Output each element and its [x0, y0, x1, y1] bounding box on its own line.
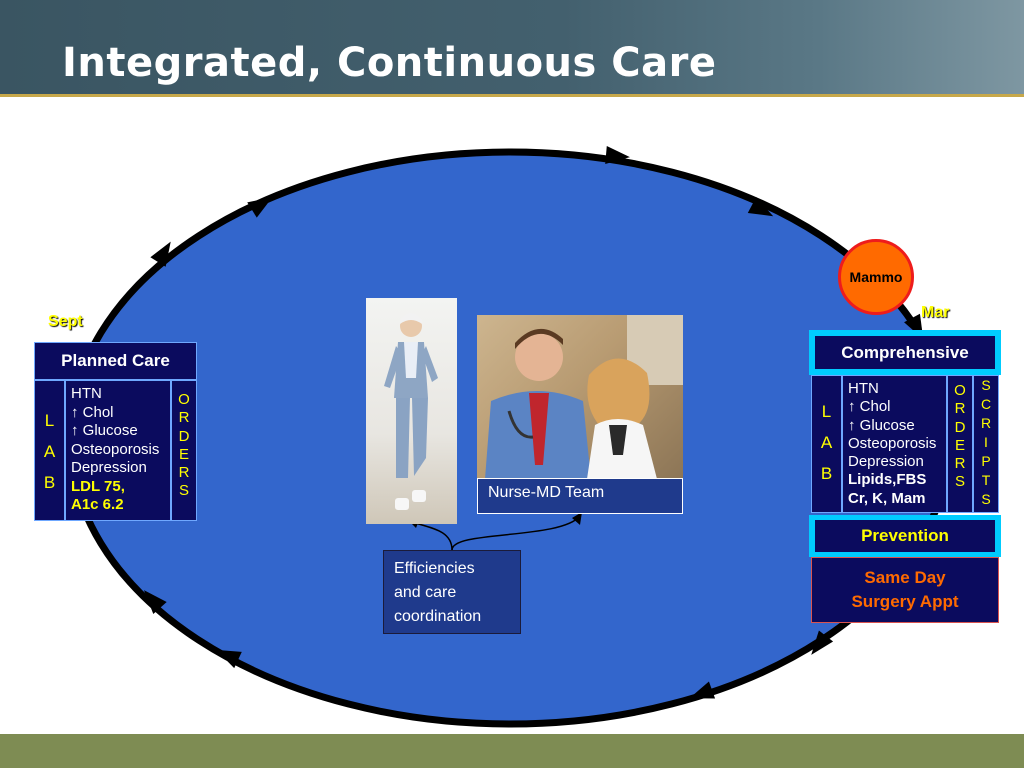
mammo-badge: Mammo: [838, 239, 914, 315]
slide-title: Integrated, Continuous Care: [62, 40, 717, 86]
walking-woman-illustration: [384, 313, 438, 510]
lab-result: Lipids,FBS: [848, 471, 927, 489]
condition-item: ↑ Chol: [848, 398, 891, 416]
condition-item: Depression: [71, 459, 147, 476]
cycle-arrow: [247, 197, 273, 218]
scripts-letter: T: [981, 472, 991, 488]
condition-item: ↑ Glucose: [848, 416, 915, 434]
month-label-sept: Sept: [48, 313, 83, 330]
lab-result: A1c 6.2: [71, 496, 124, 513]
note-line: and care: [394, 584, 457, 601]
orders-letter: D: [178, 427, 190, 445]
lab-result: Cr, K, Mam: [848, 489, 926, 507]
cycle-arrow: [150, 241, 171, 267]
cycle-arrows: [143, 146, 924, 699]
lab-letter: A: [43, 442, 56, 461]
cycle-arrow: [605, 146, 630, 164]
scripts-letter: S: [981, 491, 991, 507]
scripts-letter: C: [980, 396, 992, 412]
scripts-letter: I: [984, 434, 988, 450]
orders-letter: R: [178, 409, 190, 427]
header-bar: [0, 0, 1024, 94]
scripts-letter: S: [981, 377, 991, 393]
right-orders-column: O R D E R S: [947, 375, 973, 513]
condition-item: Depression: [848, 453, 924, 471]
cycle-arrow: [747, 197, 774, 217]
lab-letter: A: [820, 433, 833, 452]
orders-letter: O: [178, 391, 190, 408]
walking-woman-photo: [366, 298, 457, 524]
scripts-letter: P: [981, 453, 991, 469]
orders-letter: D: [954, 418, 966, 436]
right-scripts-column: S C R I P T S: [973, 375, 999, 513]
right-conditions-list: HTN ↑ Chol ↑ Glucose Osteoporosis Depres…: [842, 375, 947, 513]
condition-item: HTN: [71, 385, 102, 402]
planned-care-header: Planned Care: [34, 342, 197, 380]
lab-result: LDL 75,: [71, 477, 125, 495]
left-conditions-list: HTN ↑ Chol ↑ Glucose Osteoporosis Depres…: [65, 380, 171, 521]
note-line: Efficiencies: [394, 560, 475, 577]
left-orders-column: O R D E R S: [171, 380, 197, 521]
condition-item: Osteoporosis: [71, 440, 160, 458]
orders-letter: O: [954, 382, 966, 399]
note-line: coordination: [394, 608, 482, 625]
condition-item: ↑ Chol: [71, 403, 114, 421]
month-label-mar: Mar: [921, 304, 950, 321]
condition-item: ↑ Glucose: [71, 422, 138, 439]
condition-item: HTN: [848, 380, 879, 397]
right-lab-column: L A B: [811, 375, 842, 513]
lab-letter: L: [821, 402, 832, 421]
condition-item: Osteoporosis: [848, 434, 937, 452]
orders-letter: E: [178, 445, 189, 463]
left-lab-column: L A B: [34, 380, 65, 521]
prevention-header: Prevention: [815, 520, 995, 552]
scripts-letter: R: [980, 415, 992, 431]
footer-bar: [0, 734, 1024, 768]
nurse-md-illustration: [485, 315, 683, 479]
orders-letter: E: [954, 436, 965, 454]
cycle-arrow: [811, 630, 834, 655]
orders-letter: R: [178, 464, 190, 482]
lab-letter: L: [44, 411, 55, 430]
lab-letter: B: [43, 473, 56, 492]
connector-arrowhead-right: [572, 512, 582, 525]
cycle-arrow: [689, 681, 716, 699]
orders-letter: S: [954, 473, 965, 491]
cycle-arrow: [143, 590, 167, 615]
comprehensive-header: Comprehensive: [815, 336, 995, 369]
same-day-line: Surgery Appt: [851, 592, 959, 611]
orders-letter: R: [954, 455, 966, 473]
lab-letter: B: [820, 464, 833, 483]
same-day-line: Same Day: [864, 568, 946, 587]
nurse-md-caption: Nurse-MD Team: [477, 478, 683, 514]
cycle-arrow: [216, 649, 242, 669]
orders-letter: S: [178, 482, 189, 500]
efficiencies-note: Efficiencies and care coordination: [383, 550, 521, 634]
nurse-md-photo: [477, 315, 683, 479]
same-day-box: Same Day Surgery Appt: [811, 557, 999, 623]
header-rule: [0, 94, 1024, 97]
orders-letter: R: [954, 400, 966, 418]
